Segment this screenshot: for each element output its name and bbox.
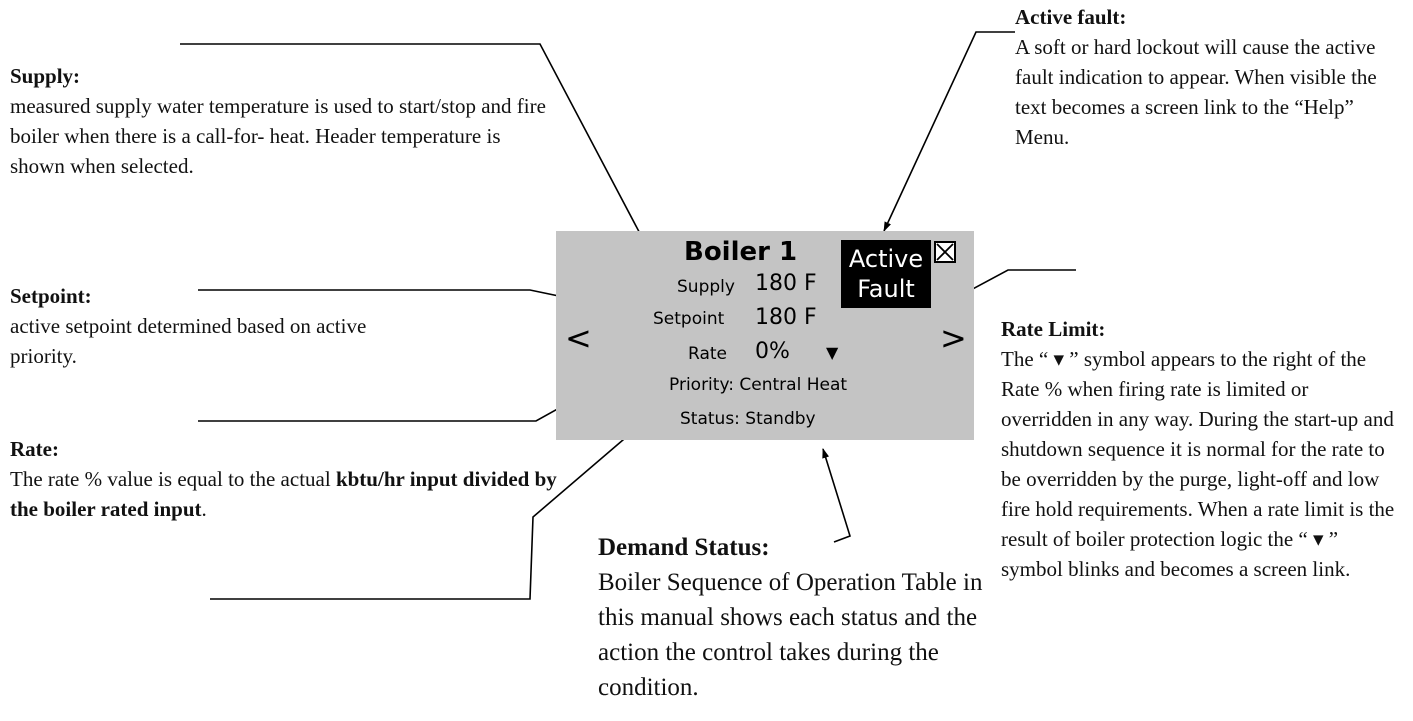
- rate-limit-indicator-icon[interactable]: ▼: [826, 343, 839, 362]
- setpoint-label: Setpoint: [653, 309, 725, 329]
- rate-value: 0%: [755, 339, 790, 364]
- supply-note-text: measured supply water temperature is use…: [10, 94, 546, 178]
- rate-limit-text: The “ ▾ ” symbol appears to the right of…: [1001, 347, 1395, 581]
- setpoint-note-heading: Setpoint:: [10, 284, 92, 308]
- rate-limit-note: Rate Limit: The “ ▾ ” symbol appears to …: [1001, 314, 1401, 584]
- demand-status-heading: Demand Status:: [598, 534, 770, 561]
- boiler-status-screen: Boiler 1 Active Fault Supply 180 F Setpo…: [556, 231, 974, 440]
- status-row-leader: [210, 403, 666, 600]
- next-boiler-button[interactable]: >: [940, 319, 967, 357]
- close-x-glyph: [936, 243, 954, 261]
- supply-leader: [180, 43, 656, 263]
- close-x-box-icon[interactable]: [934, 241, 956, 263]
- rate-note: Rate: The rate % value is equal to the a…: [10, 434, 570, 524]
- active-fault-text: A soft or hard lockout will cause the ac…: [1015, 35, 1377, 149]
- rate-note-heading: Rate:: [10, 437, 59, 461]
- prev-boiler-button[interactable]: <: [565, 319, 592, 357]
- priority-text: Priority: Central Heat: [669, 375, 848, 395]
- active-fault-line2: Fault: [857, 275, 915, 303]
- active-fault-link[interactable]: Active Fault: [841, 240, 931, 308]
- supply-note-heading: Supply:: [10, 64, 81, 88]
- active-fault-line1: Active: [848, 245, 924, 273]
- supply-note: Supply: measured supply water temperatur…: [10, 61, 550, 181]
- supply-label: Supply: [677, 277, 735, 297]
- rate-limit-heading: Rate Limit:: [1001, 317, 1106, 341]
- demand-status-text: Boiler Sequence of Operation Table in th…: [598, 569, 983, 701]
- supply-value: 180 F: [755, 271, 817, 296]
- boiler-title: Boiler 1: [684, 237, 798, 267]
- setpoint-note: Setpoint: active setpoint determined bas…: [10, 281, 430, 371]
- demand-status-note: Demand Status: Boiler Sequence of Operat…: [598, 530, 998, 705]
- active-fault-note: Active fault: A soft or hard lockout wil…: [1015, 2, 1395, 152]
- demand-status-leader: [822, 448, 851, 543]
- status-text: Status: Standby: [680, 409, 816, 429]
- rate-label: Rate: [688, 344, 727, 364]
- active-fault-leader: [883, 31, 1015, 232]
- setpoint-note-text: active setpoint determined based on acti…: [10, 314, 367, 368]
- setpoint-value: 180 F: [755, 305, 817, 330]
- rate-note-text: The rate % value is equal to the actual …: [10, 467, 557, 521]
- active-fault-heading: Active fault:: [1015, 5, 1127, 29]
